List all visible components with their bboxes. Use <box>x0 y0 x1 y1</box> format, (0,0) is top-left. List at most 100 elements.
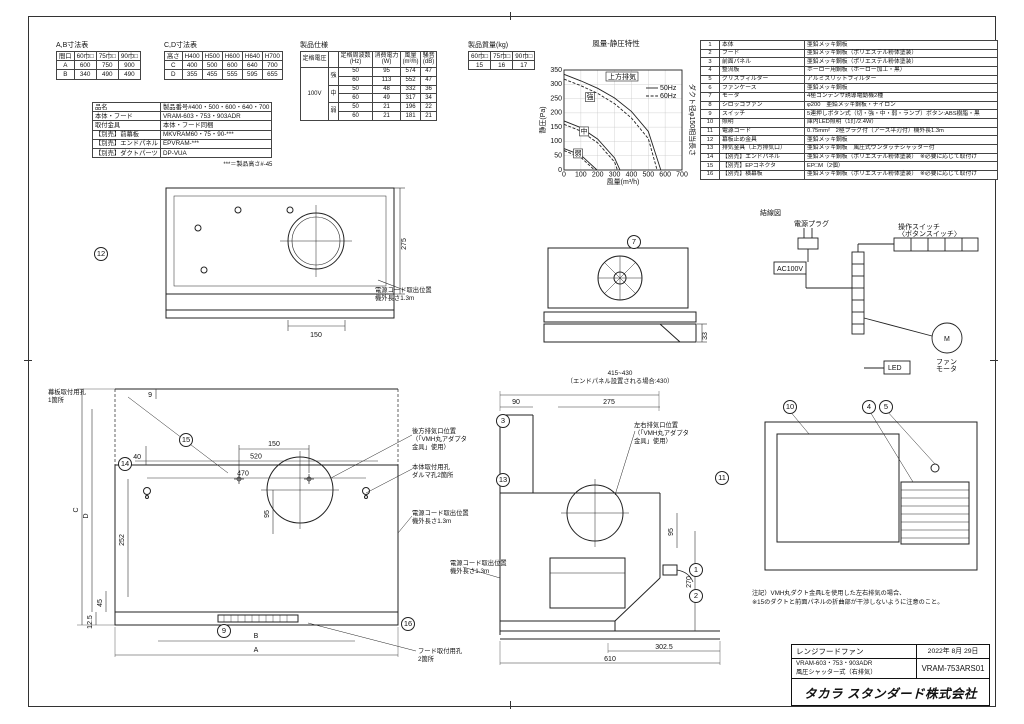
rear-vent-label: 後方排気口位置 （「VMH丸アダプタ 金具」使用） <box>412 428 467 452</box>
table-cell: 4極コンデンサ誘導電動機2種 <box>804 91 998 102</box>
front-panel <box>776 433 900 543</box>
curve-label-box <box>579 126 589 137</box>
table-cell: VRAM-603・753・903ADR <box>159 111 273 122</box>
table-cell: 181 <box>400 111 422 122</box>
dim-A: A <box>254 647 259 654</box>
table-cell: 90巾□ <box>512 50 536 62</box>
table-cell: 196 <box>400 102 422 113</box>
table-cell: 【別売】横幕板 <box>719 169 805 180</box>
makiita-holes <box>234 474 314 484</box>
hood-top-outline <box>165 187 405 319</box>
fan-grille-box <box>900 481 970 545</box>
table-cell: 60巾□ <box>467 50 492 62</box>
dim-150: 150 <box>310 332 322 339</box>
y-tick-label: 300 <box>550 81 562 88</box>
table-cell: 490 <box>117 69 141 80</box>
table-cell: 幕板止め金具 <box>719 135 805 145</box>
weight-table-title: 製品質量(kg) <box>468 42 509 49</box>
spec-table-title: 製品仕様 <box>300 42 328 49</box>
table-cell: 4 <box>700 65 720 76</box>
daruma-hole-right <box>362 487 370 495</box>
callout-5: 5 <box>879 400 893 414</box>
front-view: 150 520 470 95 252 45 12.5 C D 9 40 B A <box>68 383 418 680</box>
callout-14: 14 <box>118 457 132 471</box>
callout-11: 11 <box>715 471 729 485</box>
table-cell: 【別売】前幕板 <box>92 129 161 140</box>
chart-title: 風量-静圧特性 <box>592 39 640 48</box>
dim-95: 95 <box>668 528 675 536</box>
table-cell: 95 <box>372 66 402 77</box>
table-cell: 75巾□ <box>490 50 514 62</box>
table-cell: 21 <box>372 111 402 122</box>
table-cell: 定格周波数 (Hz) <box>338 51 374 68</box>
table-cell: 亜鉛メッキ鋼板 風圧式ワンタッチシャッター付 <box>804 143 998 154</box>
internal-detail-view <box>753 398 991 593</box>
fan-motor-label-1: ファン <box>936 358 957 366</box>
table-cell: H700 <box>261 50 283 62</box>
table-cell: 50 <box>338 84 374 95</box>
table-cell: 332 <box>400 84 422 95</box>
table-cell <box>328 51 340 68</box>
table-cell: 7 <box>700 91 720 102</box>
shutter-flap <box>659 323 681 343</box>
table-cell: EPVRAM-*** <box>159 138 273 150</box>
x-tick-label: 700 <box>676 172 688 179</box>
dim-275: 275 <box>401 238 408 250</box>
dim-D: D <box>83 513 90 518</box>
table-cell: 50 <box>338 102 374 113</box>
table-cell: A <box>56 60 75 71</box>
company-logo: タカラ スタンダード株式会社 <box>804 686 977 701</box>
note-text: 注記）VMH丸ダクト金具Lを使用した左右排気の場合、 ※15のダクトと前面パネル… <box>752 590 944 606</box>
callout-7: 7 <box>627 235 641 249</box>
table-cell: 【別売】ダクトパーツ <box>92 148 161 159</box>
vent-slots <box>217 614 299 623</box>
motor-symbol: M <box>944 336 950 343</box>
spec-table: 定格電圧定格周波数 (Hz)消費電力 (W)風量 (m³/h)騒音 (dB)10… <box>299 51 438 122</box>
body-hole-label: 本体取付用孔 ダルマ孔2箇所 <box>412 464 454 480</box>
dim-90: 90 <box>512 399 520 406</box>
table-cell: 照明 <box>719 117 805 128</box>
curve-label-box <box>573 148 583 159</box>
rear-vent-leader <box>330 434 413 479</box>
callout-1: 1 <box>689 563 703 577</box>
dim-B: B <box>254 633 259 640</box>
spec-table-block: 製品仕様 定格電圧定格周波数 (Hz)消費電力 (W)風量 (m³/h)騒音 (… <box>299 40 438 122</box>
dim-C: C <box>73 507 80 512</box>
table-cell: 75巾□ <box>95 50 119 62</box>
table-cell: 13 <box>700 143 720 154</box>
table-cell: 455 <box>201 69 223 80</box>
table-cell: EP□M（2個） <box>804 161 998 171</box>
table-cell: 整流板 <box>719 65 805 76</box>
table-cell: 【別売】エンドパネル <box>719 152 805 163</box>
table-cell: DP-VUA <box>159 148 273 159</box>
front-outline <box>114 388 417 652</box>
table-cell: 113 <box>372 75 402 86</box>
series-line <box>563 120 621 171</box>
dim-470: 470 <box>237 471 249 478</box>
wiring-lines <box>773 228 979 375</box>
table-cell: 47 <box>420 66 438 77</box>
table-cell: 2 <box>700 48 720 59</box>
table-cell: 16 <box>490 60 514 71</box>
dim-table-cd-title: C,D寸法表 <box>164 42 198 49</box>
table-cell: 11 <box>700 126 720 137</box>
table-cell: 595 <box>241 69 263 80</box>
cord-exit-label-front: 電源コード取出位置 機外長さ1.3m <box>412 510 469 526</box>
series-line <box>563 150 595 171</box>
table-cell: MKVRAM60・75・90-*** <box>159 129 273 140</box>
drawing-date: 2022年 8月 29日 <box>927 648 979 655</box>
side-outline <box>462 414 720 640</box>
table-cell: 10 <box>700 117 720 128</box>
table-cell: 0.75mm² 2極プラグ付（アース平刃付）機外長1.3m <box>804 126 998 137</box>
table-cell: 3 <box>700 57 720 67</box>
y-axis-label: 静圧(Pa) <box>538 106 547 133</box>
table-cell: 強 <box>328 66 340 86</box>
x-tick-label: 100 <box>575 172 587 179</box>
dimension-lines <box>499 391 721 665</box>
curve-label-box <box>585 92 595 102</box>
table-cell: 風量 (m³/h) <box>400 51 422 68</box>
